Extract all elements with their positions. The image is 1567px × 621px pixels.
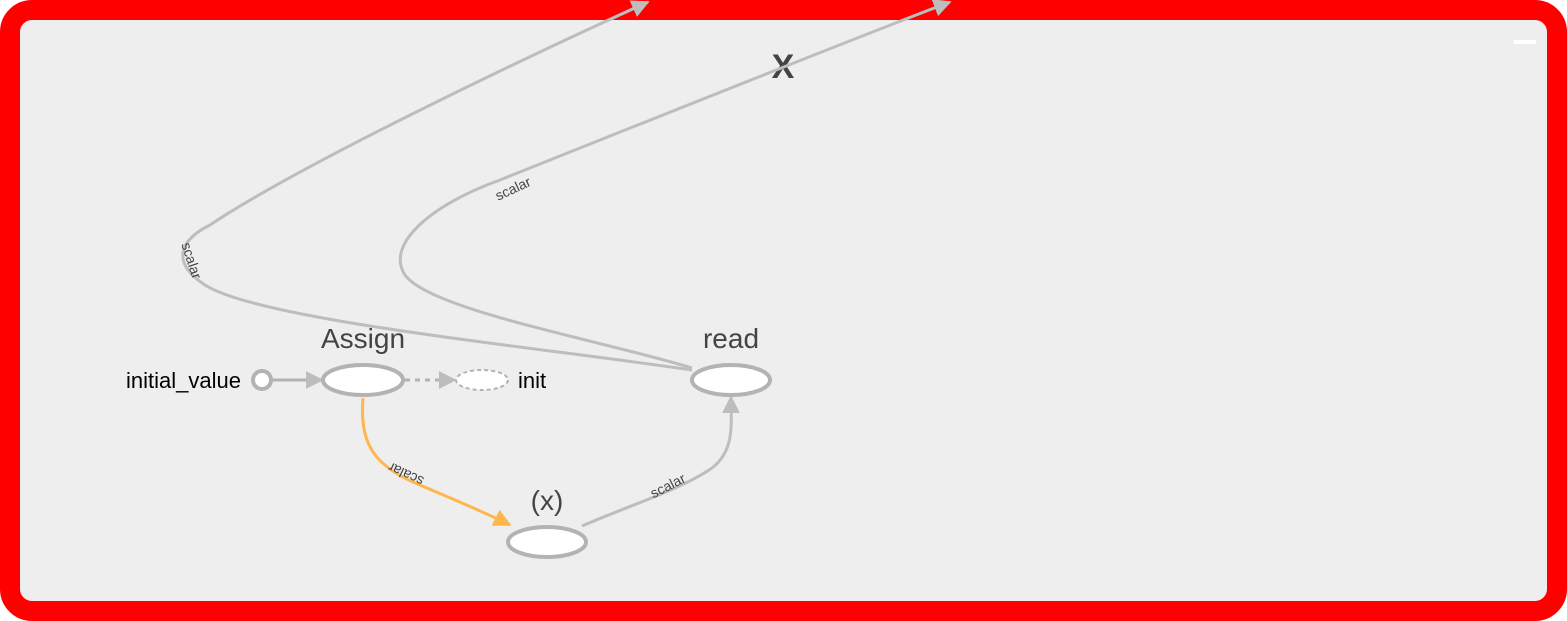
node-x-label: (x) xyxy=(531,485,564,516)
collapse-icon[interactable] xyxy=(1514,40,1536,44)
node-init-label: init xyxy=(518,368,546,393)
edge-x-to-read xyxy=(581,395,741,528)
node-assign[interactable] xyxy=(321,363,405,397)
node-initial-value-label: initial_value xyxy=(126,368,241,393)
edge-read-to-top-left xyxy=(181,0,693,372)
edge-assign-to-x xyxy=(361,397,512,527)
edge-read-to-top-right xyxy=(398,0,952,370)
node-x[interactable] xyxy=(506,525,588,559)
node-read-label: read xyxy=(703,323,759,354)
node-init[interactable] xyxy=(455,369,509,391)
node-assign-label: Assign xyxy=(321,323,405,354)
node-read[interactable] xyxy=(690,363,772,397)
node-initial-value[interactable] xyxy=(251,369,273,391)
